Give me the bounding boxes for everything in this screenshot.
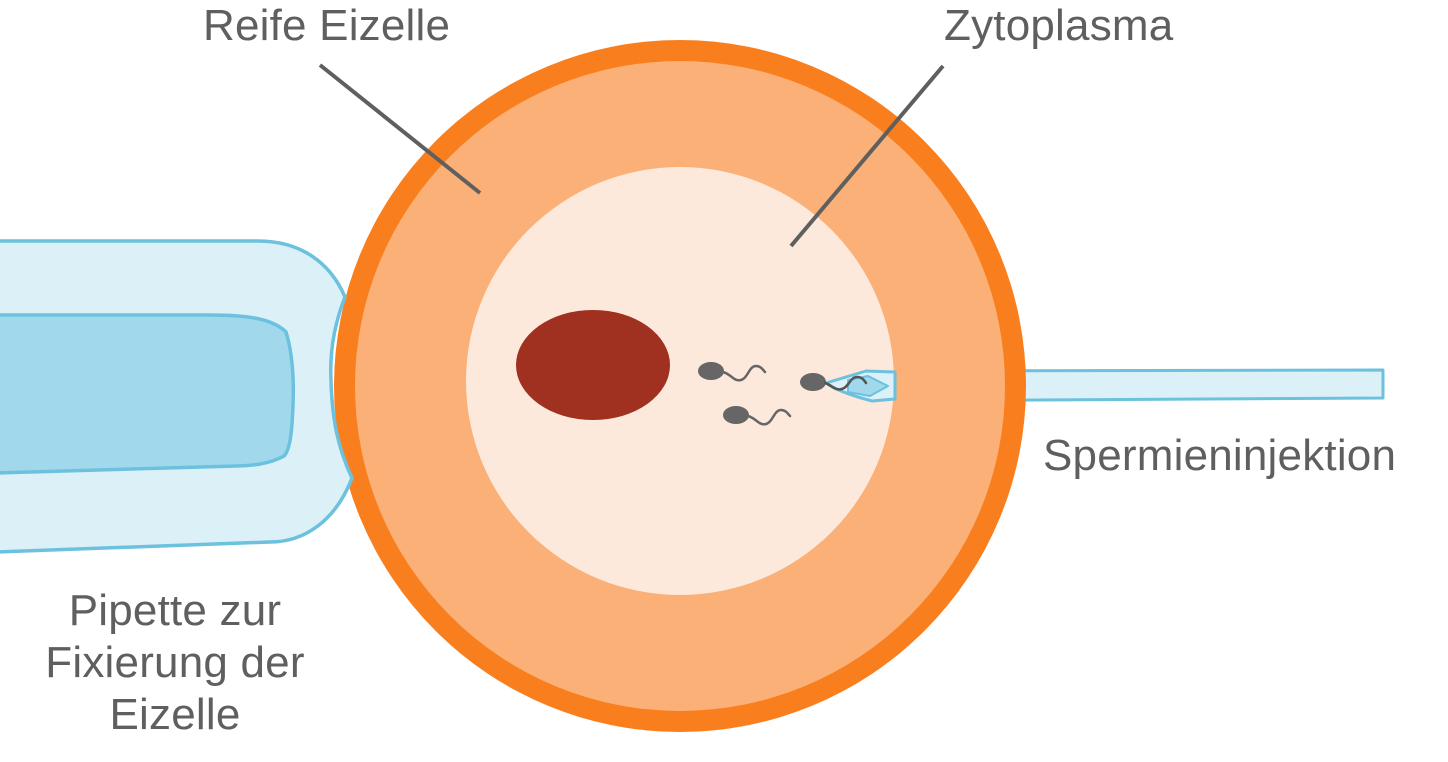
label-holding-pipette-line: Pipette zur [68,586,282,635]
sperm-tail [721,364,767,382]
egg-cell [334,40,1026,732]
sperm-tail [823,375,868,391]
sperm-head [800,373,826,391]
leader-line-cytoplasm [789,64,945,248]
label-holding-pipette-line: Fixierung der [45,637,305,687]
label-mature-egg: Reife Eizelle [203,1,451,50]
nucleus [516,310,670,420]
label-cytoplasm: Zytoplasma [944,1,1174,50]
sperm-cells [698,362,868,426]
leader-lines [318,63,945,248]
holding-pipette [0,239,354,554]
label-sperm-injection: Spermieninjektion [1043,431,1397,480]
holding-pipette-inner-channel [0,313,296,475]
label-holding-pipette: Pipette zur Fixierung der Eizelle [0,585,350,741]
sperm-tail [746,408,792,426]
sperm-cell [723,406,792,426]
cytoplasm-area [466,167,894,595]
sperm-cell [800,373,868,391]
sperm-cell [698,362,767,382]
sperm-head [698,362,724,380]
sperm-head [723,406,749,424]
injection-needle-tip [824,369,897,403]
needle-tip-fill [847,375,889,397]
label-holding-pipette-line: Eizelle [109,689,241,739]
leader-line-mature-egg [318,63,482,195]
